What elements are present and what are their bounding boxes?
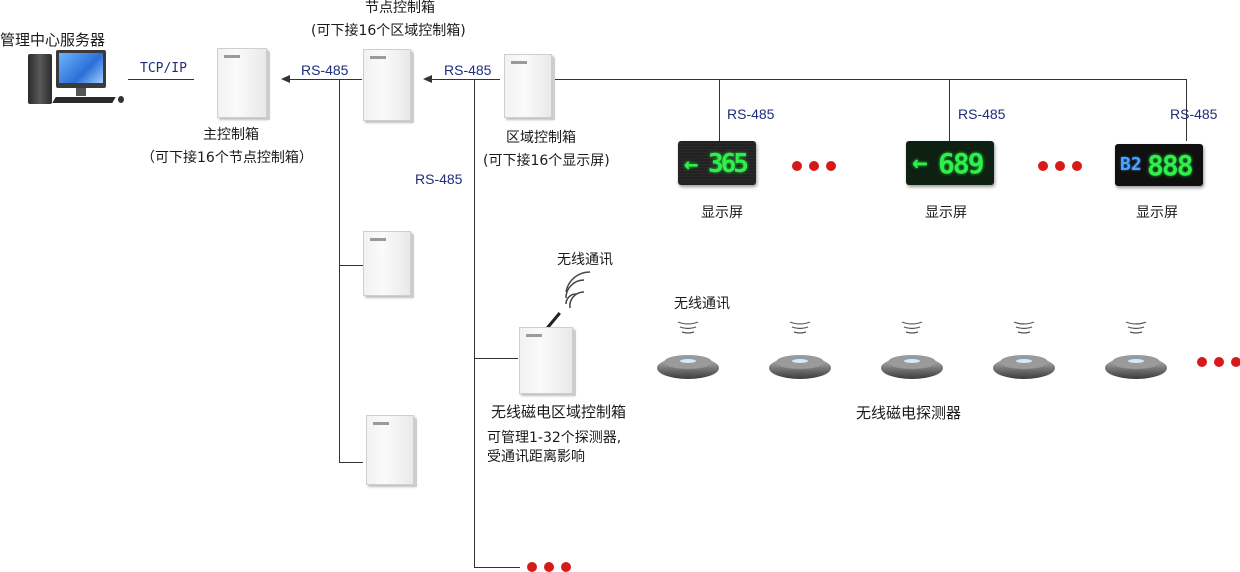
area-trunk xyxy=(474,79,475,568)
display-drop-1 xyxy=(719,79,720,141)
arrow-node xyxy=(423,75,432,83)
rs485-node-area: RS-485 xyxy=(444,62,492,78)
pc-monitor xyxy=(56,50,106,88)
signal-icon xyxy=(1125,321,1147,334)
tcp-link xyxy=(128,79,194,80)
rs485-display-1: RS-485 xyxy=(727,106,775,122)
pc-keyboard xyxy=(52,97,116,103)
rs485-main-node: RS-485 xyxy=(301,62,349,78)
signal-icon xyxy=(789,321,811,334)
rs485-display-3: RS-485 xyxy=(1170,106,1218,122)
wireless-label-sensors: 无线通讯 xyxy=(674,296,730,312)
main-box-sub: （可下接16个节点控制箱） xyxy=(141,150,313,166)
display-2-text: 689 xyxy=(938,147,985,180)
left-arrow-icon-2: ← xyxy=(912,148,928,178)
area-box-title: 区域控制箱 xyxy=(506,130,576,146)
more-displays-dots-1 xyxy=(792,161,836,171)
wireless-box-title: 无线磁电区域控制箱 xyxy=(491,403,627,421)
wireless-box-note2: 受通讯距离影响 xyxy=(487,449,585,465)
display-drop-2 xyxy=(949,79,950,141)
sensor-4 xyxy=(993,321,1055,379)
wireless-label-top: 无线通讯 xyxy=(557,252,613,268)
node-area-link xyxy=(430,79,500,80)
sensors-label: 无线磁电探测器 xyxy=(856,404,962,422)
more-sensors-dots xyxy=(1197,357,1240,367)
pc-tower xyxy=(28,54,52,104)
display-panel-2: ← 689 xyxy=(906,141,994,185)
display-panel-1: ← 365 xyxy=(678,141,756,185)
wireless-box-note1: 可管理1-32个探测器, xyxy=(487,430,622,446)
sensor-2 xyxy=(769,321,831,379)
signal-icon xyxy=(901,321,923,334)
main-control-box xyxy=(217,48,270,120)
sensor-3 xyxy=(881,321,943,379)
display-3-prefix: B2 xyxy=(1120,154,1142,175)
display-1-text: 365 xyxy=(708,149,749,179)
wireless-area-box xyxy=(519,327,576,396)
node-branch-3 xyxy=(339,462,363,463)
main-node-link xyxy=(288,79,362,80)
area-control-box xyxy=(504,54,555,120)
more-branches-dots xyxy=(527,562,571,572)
display-3-label: 显示屏 xyxy=(1136,205,1178,221)
node-control-box-3 xyxy=(366,415,417,487)
node-box-title: 节点控制箱 xyxy=(365,0,435,16)
more-displays-dots-2 xyxy=(1038,161,1082,171)
node-control-box-1 xyxy=(363,49,414,123)
signal-icon xyxy=(1013,321,1035,334)
sensor-row xyxy=(657,321,1167,379)
rs485-display-2: RS-485 xyxy=(958,106,1006,122)
tcp-label: TCP/IP xyxy=(140,61,187,76)
display-2-label: 显示屏 xyxy=(925,205,967,221)
server-label: 管理中心服务器 xyxy=(0,31,106,49)
sensor-1 xyxy=(657,321,719,379)
area-branch-wireless xyxy=(474,358,518,359)
display-bus xyxy=(555,79,1187,80)
display-drop-3 xyxy=(1186,79,1187,141)
main-box-title: 主控制箱 xyxy=(203,127,259,143)
arrow-main xyxy=(281,75,290,83)
display-panel-3: B2 888 xyxy=(1115,144,1203,186)
pc-stand xyxy=(76,88,86,96)
node-branch-2 xyxy=(339,265,363,266)
signal-icon xyxy=(677,321,699,334)
area-branch-more xyxy=(474,567,520,568)
left-arrow-icon: ← xyxy=(684,150,699,178)
rs485-area-trunk: RS-485 xyxy=(415,171,463,187)
node-control-box-2 xyxy=(363,231,414,298)
node-box-sub: (可下接16个区域控制箱) xyxy=(311,23,466,39)
node-trunk xyxy=(339,79,340,462)
area-box-sub: (可下接16个显示屏) xyxy=(483,153,610,169)
server-computer xyxy=(20,46,128,108)
display-1-label: 显示屏 xyxy=(701,205,743,221)
display-3-text: 888 xyxy=(1147,149,1194,182)
sensor-5 xyxy=(1105,321,1167,379)
wireless-signal-icon xyxy=(565,271,591,309)
pc-mouse xyxy=(118,96,124,103)
